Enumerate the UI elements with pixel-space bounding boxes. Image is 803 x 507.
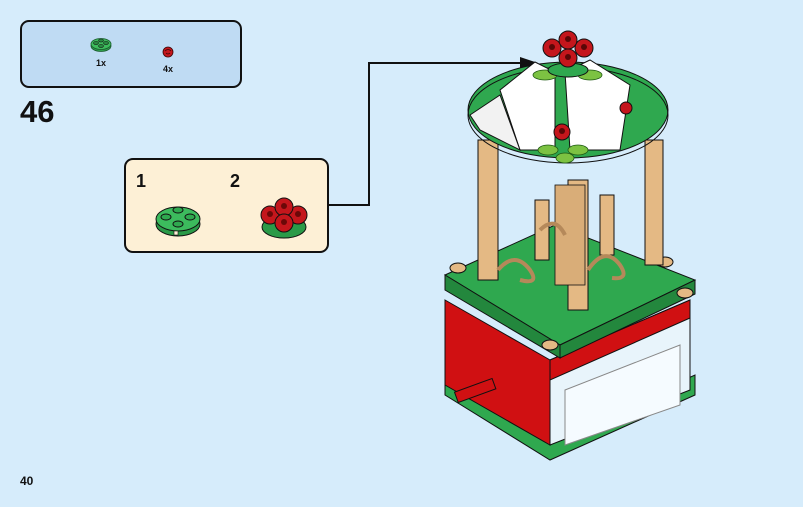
sub-step-label: 1	[136, 171, 147, 191]
carousel-model-illustration	[443, 30, 697, 461]
part-quantity: 1x	[95, 58, 106, 68]
parts-list-callout: 1x 4x	[20, 20, 242, 88]
step-number: 46	[20, 94, 55, 129]
part-green-round-plate: 1x	[86, 36, 116, 68]
part-red-rose: 4x	[155, 45, 181, 74]
red-rose-icon	[162, 46, 174, 58]
rose-plate-icon	[260, 197, 308, 239]
arrow-head-icon	[520, 57, 538, 69]
sub-assembly-callout: 1 2	[124, 158, 329, 253]
green-round-plate-icon	[90, 38, 112, 52]
green-round-plate-icon	[155, 206, 201, 237]
part-quantity: 4x	[162, 64, 173, 74]
page-number: 40	[20, 474, 34, 488]
sub-step-label: 2	[230, 171, 241, 191]
